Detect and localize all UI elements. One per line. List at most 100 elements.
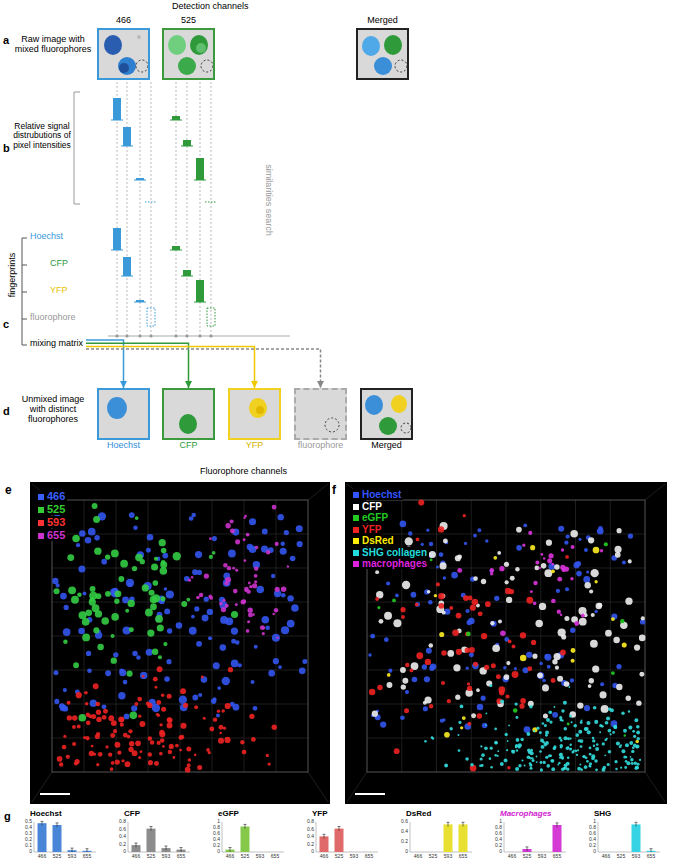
cell-dot <box>473 576 478 581</box>
cell-dot <box>530 749 533 752</box>
cell-dot <box>579 764 581 766</box>
bar-chart <box>504 822 566 852</box>
box-illustration <box>164 30 213 78</box>
grid-line <box>540 500 541 772</box>
chart-axis <box>316 822 378 852</box>
cell-dot <box>135 740 141 746</box>
cell-dot <box>438 526 444 532</box>
cell-dot <box>636 731 640 735</box>
cell-dot <box>590 640 598 648</box>
axis-tick-label: 1 <box>593 819 596 825</box>
cell-dot <box>593 547 600 554</box>
cell-dot <box>402 678 408 684</box>
cell-dot <box>138 714 141 717</box>
cell-dot <box>89 751 94 756</box>
cell-dot <box>549 720 552 723</box>
cell-dot <box>88 528 96 536</box>
cell-dot <box>566 762 570 766</box>
cell-dot <box>78 714 86 722</box>
cell-dot <box>148 752 152 756</box>
cell-dot <box>526 732 530 736</box>
cell-dot <box>595 768 598 771</box>
cell-dot <box>178 735 183 740</box>
cell-dot <box>287 595 293 601</box>
cell-dot <box>156 713 159 716</box>
cell-dot <box>503 666 507 670</box>
cell-dot <box>256 586 264 594</box>
cell-dot <box>401 684 406 689</box>
cell-dot <box>431 736 434 739</box>
cell-dot <box>470 763 474 767</box>
grid-line <box>367 636 645 637</box>
panel-letter: SHG <box>594 810 611 819</box>
cell-dot <box>458 749 461 752</box>
cell-dot <box>230 519 234 523</box>
cell-dot <box>632 730 635 733</box>
error-bar <box>462 822 465 826</box>
cell-dot <box>573 724 577 728</box>
cell-dot <box>422 564 426 568</box>
cell-dot <box>577 749 579 751</box>
text-label: fingerprints <box>8 253 18 298</box>
cell-dot <box>551 767 555 771</box>
cell-dot <box>153 580 159 586</box>
cell-dot <box>558 526 564 532</box>
cell-shape <box>249 398 267 418</box>
cell-dot <box>601 705 609 713</box>
cell-dot <box>559 753 563 757</box>
cell-dot <box>485 724 487 726</box>
cell-dot <box>59 703 65 709</box>
cell-dot <box>545 730 549 734</box>
cell-dot <box>228 667 233 672</box>
grid-line <box>308 772 328 802</box>
cell-dot <box>163 642 167 646</box>
cell-dot <box>164 676 170 682</box>
cell-dot <box>613 637 620 644</box>
cell-dot <box>246 533 250 537</box>
grid-line <box>347 772 367 802</box>
cell-dot <box>508 639 512 643</box>
cell-dot <box>108 715 114 721</box>
cell-dot <box>142 584 149 591</box>
node-heading: YFP <box>246 441 264 451</box>
cell-dot <box>581 613 585 617</box>
cell-dot <box>595 747 599 751</box>
cell-dot <box>543 557 545 559</box>
cell-dot <box>616 664 621 669</box>
cell-dot <box>63 688 67 692</box>
image-panel <box>30 482 330 804</box>
image-box: Hoechst <box>97 388 150 440</box>
guide-line <box>140 82 141 336</box>
bracket-tick <box>22 238 27 239</box>
cell-dot <box>557 676 563 682</box>
cell-dot <box>578 739 581 742</box>
cell-dot <box>596 603 602 609</box>
bar-base <box>181 276 193 277</box>
cell-dot <box>522 544 525 547</box>
chart-bar <box>320 836 329 852</box>
cell-dot <box>287 565 289 567</box>
image-box: Merged <box>360 388 413 440</box>
cell-dot <box>217 686 221 690</box>
cell-dot <box>539 662 543 666</box>
cell-dot <box>490 766 493 769</box>
cell-dot <box>123 680 128 685</box>
cell-dot <box>241 600 246 605</box>
cell-dot <box>129 741 134 746</box>
cell-dot <box>126 579 134 587</box>
guide-line <box>151 82 152 336</box>
axis-tick-label: 0 <box>499 849 502 855</box>
cell-dot <box>570 711 576 717</box>
cell-dot <box>248 612 253 617</box>
cell-dot <box>550 759 554 763</box>
legend-swatch <box>353 527 359 533</box>
cell-dot <box>242 750 247 755</box>
bracket-tick <box>22 265 27 266</box>
legend-item: 525 <box>36 503 67 515</box>
cell-dot <box>250 680 254 684</box>
text-label: Detection channels <box>172 2 249 12</box>
cell-dot <box>225 604 229 608</box>
cell-dot <box>481 633 487 639</box>
